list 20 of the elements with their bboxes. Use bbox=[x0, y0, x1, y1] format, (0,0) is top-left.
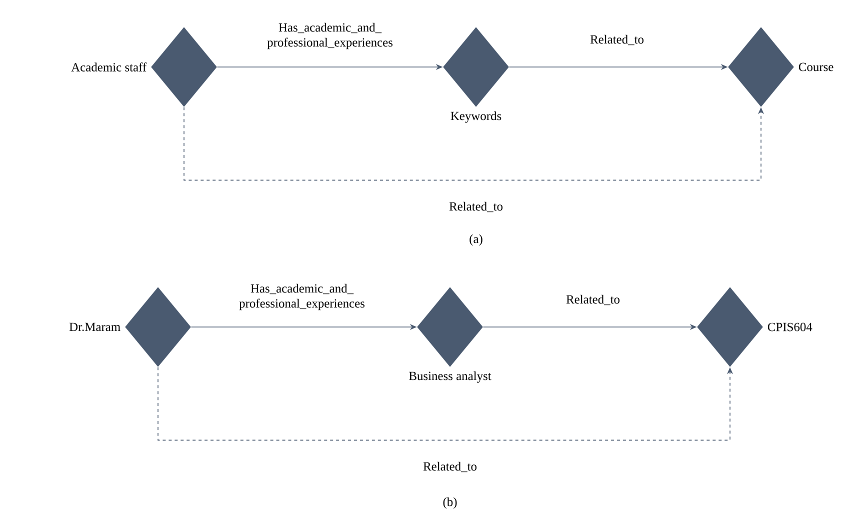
edge-label: Related_to bbox=[566, 294, 620, 306]
diamond-node: Business analyst bbox=[409, 287, 492, 383]
edge-label: Related_to bbox=[423, 462, 477, 472]
diamond-node: Dr.Maram bbox=[69, 287, 191, 367]
diamond-node: Keywords bbox=[443, 27, 509, 123]
edge-label: Related_to bbox=[590, 34, 644, 46]
node-label: Keywords bbox=[450, 111, 502, 123]
edge-label: Related_to bbox=[449, 202, 503, 212]
node-label: Business analyst bbox=[409, 371, 492, 383]
diamond-node: Academic staff bbox=[71, 27, 217, 107]
diamond-node: CPIS604 bbox=[697, 287, 812, 367]
panel-label: (b) bbox=[443, 497, 457, 509]
node-label: Dr.Maram bbox=[69, 322, 120, 332]
panel-label: (a) bbox=[470, 234, 482, 246]
node-label: Course bbox=[798, 62, 834, 72]
edge-label: Has_academic_and_ professional_experiences bbox=[267, 22, 392, 50]
edge-label: Has_academic_and_ professional_experiences bbox=[239, 284, 364, 310]
node-label: CPIS604 bbox=[768, 322, 812, 332]
node-label: Academic staff bbox=[71, 62, 147, 72]
diamond-node: Course bbox=[728, 27, 834, 107]
